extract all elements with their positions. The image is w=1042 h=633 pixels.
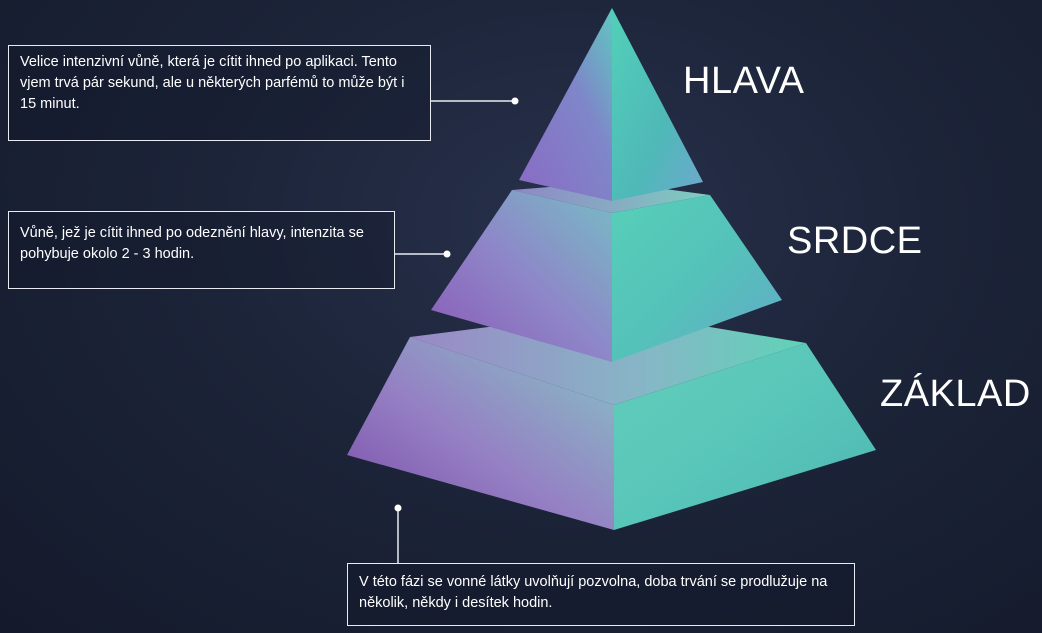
- level-label-srdce: SRDCE: [787, 220, 923, 262]
- zaklad-right-face: [614, 343, 876, 530]
- pyramid-tier-hlava: [519, 8, 703, 201]
- connector-hlava: [431, 97, 519, 105]
- level-label-hlava: HLAVA: [683, 60, 805, 102]
- connector-dot-hlava: [511, 97, 519, 105]
- level-label-zaklad: ZÁKLAD: [880, 373, 1031, 415]
- connector-dot-srdce: [443, 250, 451, 258]
- description-box-zaklad: V této fázi se vonné látky uvolňují pozv…: [347, 563, 855, 626]
- description-box-srdce: Vůně, jež je cítit ihned po odeznění hla…: [8, 211, 395, 289]
- srdce-left-face: [431, 190, 612, 362]
- connector-dot-zaklad: [394, 504, 402, 512]
- connector-zaklad: [394, 504, 402, 563]
- zaklad-left-face: [347, 337, 614, 530]
- connector-srdce: [395, 250, 451, 258]
- hlava-left-face: [519, 8, 612, 201]
- srdce-right-face: [612, 195, 782, 362]
- hlava-right-face: [612, 8, 703, 201]
- description-box-hlava: Velice intenzivní vůně, která je cítit i…: [8, 45, 431, 141]
